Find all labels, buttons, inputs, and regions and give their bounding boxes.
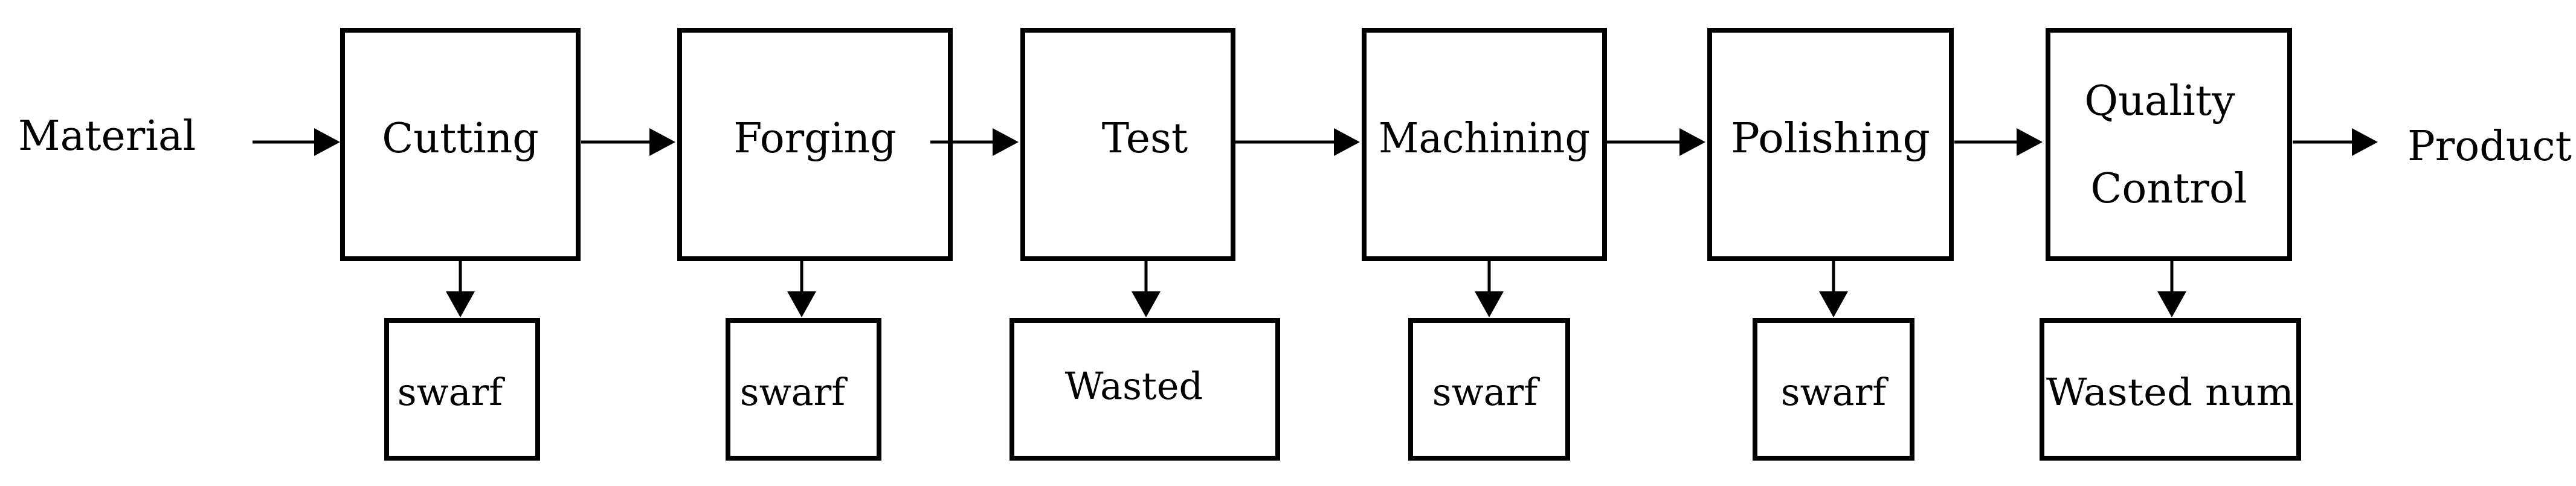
flow-arrow-1 <box>581 128 675 156</box>
waste-label-forging: swarf <box>740 370 848 414</box>
waste-machining: swarf <box>1408 318 1570 461</box>
input-arrow <box>253 128 340 156</box>
waste-cutting: swarf <box>384 318 540 461</box>
waste-box-cutting <box>384 318 540 461</box>
waste-quality-control: Wasted num <box>2040 318 2301 461</box>
waste-box-forging <box>726 318 881 461</box>
stage-label-quality-control-line2: Control <box>2090 165 2247 213</box>
output-label: Product <box>2407 123 2572 170</box>
stage-box-forging <box>677 28 953 261</box>
flow-arrow-4 <box>1607 128 1705 156</box>
waste-arrow-quality-control <box>2157 261 2186 317</box>
waste-box-test <box>1009 318 1280 461</box>
stage-label-forging: Forging <box>733 115 897 163</box>
waste-label-machining: swarf <box>1432 370 1540 414</box>
waste-label-quality-control: Wasted num <box>2046 370 2294 414</box>
stage-cutting: Cutting <box>340 28 581 261</box>
stage-quality-control: Quality Control <box>2046 28 2292 261</box>
stage-machining: Machining <box>1362 28 1607 261</box>
waste-test: Wasted <box>1009 318 1280 461</box>
stage-box-cutting <box>340 28 581 261</box>
waste-arrow-cutting <box>446 261 475 317</box>
stage-test: Test <box>1020 28 1235 261</box>
stage-box-polishing <box>1707 28 1954 261</box>
stage-box-machining <box>1362 28 1607 261</box>
waste-label-polishing: swarf <box>1781 370 1889 414</box>
output-arrow <box>2293 128 2378 156</box>
waste-arrow-test <box>1132 261 1161 317</box>
flow-arrow-3 <box>1235 128 1360 156</box>
waste-box-machining <box>1408 318 1570 461</box>
stage-box-quality-control <box>2046 28 2292 261</box>
stage-box-test <box>1020 28 1235 261</box>
waste-label-cutting: swarf <box>398 370 505 414</box>
stage-polishing: Polishing <box>1707 28 1954 261</box>
stage-label-machining: Machining <box>1379 115 1590 163</box>
input-label: Material <box>18 112 196 160</box>
waste-arrow-machining <box>1475 261 1504 317</box>
waste-polishing: swarf <box>1753 318 1914 461</box>
stage-label-polishing: Polishing <box>1731 115 1930 163</box>
stage-label-quality-control-line1: Quality <box>2084 77 2235 125</box>
flow-arrow-5 <box>1954 128 2043 156</box>
stage-label-test: Test <box>1102 115 1188 163</box>
flow-arrow-2 <box>930 128 1019 156</box>
waste-arrow-polishing <box>1819 261 1848 317</box>
waste-box-polishing <box>1753 318 1914 461</box>
waste-box-quality-control <box>2040 318 2301 461</box>
waste-arrow-forging <box>787 261 816 317</box>
stage-forging: Forging <box>677 28 953 261</box>
waste-label-test: Wasted <box>1065 364 1203 408</box>
waste-forging: swarf <box>726 318 881 461</box>
stage-label-cutting: Cutting <box>382 115 539 163</box>
